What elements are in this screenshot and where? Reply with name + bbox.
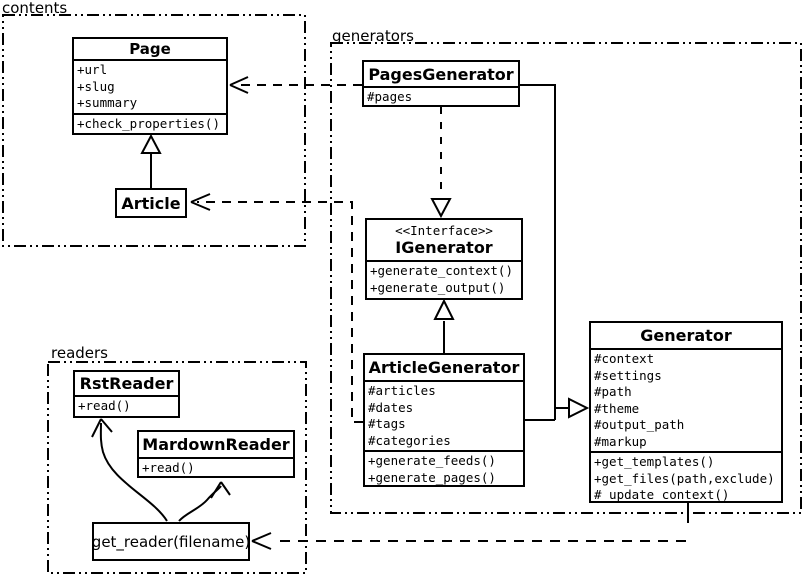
method: #_update_context() bbox=[594, 487, 730, 502]
methods-igenerator: +generate_context()+generate_output() bbox=[367, 262, 521, 298]
function-box-get-reader: get_reader(filename) bbox=[92, 522, 250, 561]
class-name-generator: Generator bbox=[591, 323, 781, 350]
class-header-igenerator: <<Interface>> IGenerator bbox=[367, 220, 521, 262]
attribute: #path bbox=[594, 384, 632, 399]
attribute: #pages bbox=[367, 89, 413, 104]
class-name-page: Page bbox=[74, 39, 226, 61]
package-border-generators bbox=[330, 42, 802, 514]
attribute: #articles bbox=[368, 383, 436, 398]
arrow-getreader-to-markdownreader bbox=[178, 481, 231, 522]
class-box-generator: Generator #context#settings#path#theme#o… bbox=[589, 321, 783, 503]
class-box-rstreader: RstReader +read() bbox=[73, 370, 180, 418]
realization-pagesgenerator-to-igenerator bbox=[430, 107, 452, 219]
method: +generate_pages() bbox=[368, 469, 496, 485]
attributes-page: +url+slug+summary bbox=[74, 61, 226, 113]
method: +read() bbox=[142, 460, 195, 475]
method: +generate_feeds() bbox=[368, 453, 496, 468]
class-name-markdownreader: MardownReader bbox=[139, 432, 293, 459]
attributes-generator: #context#settings#path#theme#output_path… bbox=[591, 350, 781, 451]
class-box-articlegenerator: ArticleGenerator #articles#dates#tags#ca… bbox=[363, 353, 525, 487]
function-name-get-reader: get_reader(filename) bbox=[91, 532, 251, 551]
package-label-readers: readers bbox=[51, 344, 108, 362]
class-name-igenerator: IGenerator bbox=[395, 238, 493, 257]
class-box-igenerator: <<Interface>> IGenerator +generate_conte… bbox=[365, 218, 523, 300]
package-label-contents: contents bbox=[2, 0, 68, 17]
class-box-pagesgenerator: PagesGenerator #pages bbox=[362, 60, 520, 107]
method: +generate_output() bbox=[370, 279, 506, 295]
methods-generator: +get_templates()+get_files(path,exclude)… bbox=[591, 451, 781, 502]
inheritance-generators-to-generator bbox=[520, 84, 590, 421]
method: +get_templates() bbox=[594, 454, 715, 469]
inheritance-articlegenerator-to-igenerator bbox=[433, 298, 455, 353]
method: +generate_context() bbox=[370, 263, 513, 278]
methods-articlegenerator: +generate_feeds()+generate_pages() bbox=[365, 450, 523, 485]
attribute: #markup bbox=[594, 433, 647, 449]
methods-markdownreader: +read() bbox=[139, 459, 293, 476]
package-border-contents bbox=[2, 14, 306, 247]
stereotype-interface: <<Interface>> bbox=[395, 223, 493, 238]
attribute: #tags bbox=[368, 416, 406, 431]
class-name-articlegenerator: ArticleGenerator bbox=[365, 355, 523, 382]
dependency-generator-to-getreader bbox=[251, 503, 689, 550]
attributes-articlegenerator: #articles#dates#tags#categories bbox=[365, 382, 523, 450]
class-box-article: Article bbox=[115, 188, 187, 218]
methods-rstreader: +read() bbox=[75, 397, 178, 416]
attribute: +slug bbox=[77, 78, 115, 94]
methods-page: +check_properties() bbox=[74, 112, 226, 134]
attribute: #output_path bbox=[594, 417, 685, 432]
method: +check_properties() bbox=[77, 115, 220, 131]
class-box-page: Page +url+slug+summary +check_properties… bbox=[72, 37, 228, 135]
method: +read() bbox=[78, 398, 131, 413]
attribute: +summary bbox=[77, 95, 138, 110]
attributes-pagesgenerator: #pages bbox=[364, 88, 518, 105]
attribute: #dates bbox=[368, 399, 414, 415]
class-name-rstreader: RstReader bbox=[75, 372, 178, 397]
attribute: #context bbox=[594, 351, 655, 366]
attribute: #categories bbox=[368, 432, 451, 448]
dependency-articlegenerator-to-article bbox=[190, 193, 363, 423]
attribute: +url bbox=[77, 62, 108, 77]
attribute: #settings bbox=[594, 367, 662, 383]
class-box-markdownreader: MardownReader +read() bbox=[137, 430, 295, 478]
attribute: #theme bbox=[594, 400, 640, 416]
dependency-pagesgenerator-to-page bbox=[229, 76, 362, 94]
class-name-article: Article bbox=[121, 193, 181, 213]
class-name-pagesgenerator: PagesGenerator bbox=[364, 62, 518, 88]
package-label-generators: generators bbox=[332, 27, 414, 45]
inheritance-article-to-page bbox=[140, 133, 162, 188]
method: +get_files(path,exclude) bbox=[594, 470, 775, 486]
arrow-getreader-to-rstreader bbox=[91, 418, 168, 522]
package-border-readers bbox=[47, 361, 307, 574]
